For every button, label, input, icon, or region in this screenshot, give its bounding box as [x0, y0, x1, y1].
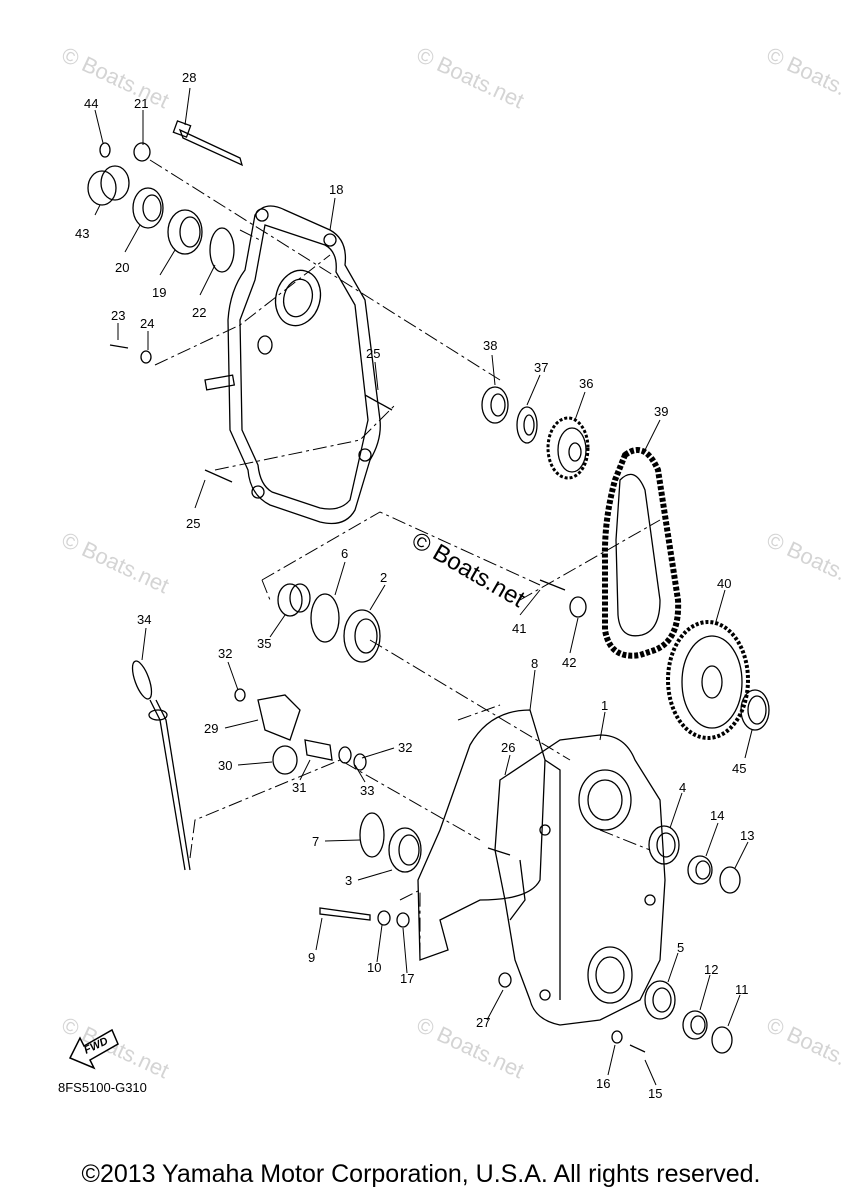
part-label: 25 [186, 516, 200, 531]
part-label: 23 [111, 308, 125, 323]
part-label: 37 [534, 360, 548, 375]
part-label: 7 [312, 834, 319, 849]
main-case [494, 734, 666, 1026]
part-label: 21 [134, 96, 148, 111]
part-label: 35 [257, 636, 271, 651]
top-left-bearings [87, 120, 393, 483]
rear-cover-plate [204, 205, 381, 525]
watermark-text: © Boats.net [763, 1012, 842, 1083]
part-label: 32 [218, 646, 232, 661]
part-label: 30 [218, 758, 232, 773]
part-label: 36 [579, 376, 593, 391]
part-label: 5 [677, 940, 684, 955]
watermark-text: © Boats.net [413, 1012, 528, 1083]
part-label: 40 [717, 576, 731, 591]
part-label: 22 [192, 305, 206, 320]
part-label: 4 [679, 780, 686, 795]
part-label: 38 [483, 338, 497, 353]
chain-tensioner [234, 688, 367, 775]
part-label: 31 [292, 780, 306, 795]
part-label: 14 [710, 808, 724, 823]
dipstick [131, 660, 191, 871]
part-label: 43 [75, 226, 89, 241]
part-label: 34 [137, 612, 151, 627]
part-label: 1 [601, 698, 608, 713]
part-label: 33 [360, 783, 374, 798]
middle-bearings [277, 579, 587, 663]
lower-bearings-and-bolts [319, 812, 646, 1053]
leader-lines [94, 87, 753, 1086]
part-label: 32 [398, 740, 412, 755]
part-label: 39 [654, 404, 668, 419]
part-label: 10 [367, 960, 381, 975]
part-label: 44 [84, 96, 98, 111]
part-labels: 28 21 44 43 20 19 22 18 23 24 25 25 38 3… [75, 70, 754, 1101]
gasket [417, 709, 546, 961]
part-label: 25 [366, 346, 380, 361]
part-label: 17 [400, 971, 414, 986]
right-seals [644, 825, 741, 1054]
part-label: 20 [115, 260, 129, 275]
part-label: 24 [140, 316, 154, 331]
watermark-text: © Boats.net [763, 42, 842, 113]
part-label: 8 [531, 656, 538, 671]
part-label: 19 [152, 285, 166, 300]
assembly-lines [149, 159, 661, 960]
part-label: 41 [512, 621, 526, 636]
part-label: 29 [204, 721, 218, 736]
watermark-text: © Boats.net [58, 527, 173, 598]
watermark-text: © Boats.net [763, 527, 842, 598]
part-label: 28 [182, 70, 196, 85]
part-label: 3 [345, 873, 352, 888]
part-label: 9 [308, 950, 315, 965]
part-label: 2 [380, 570, 387, 585]
part-label: 27 [476, 1015, 490, 1030]
part-label: 18 [329, 182, 343, 197]
part-label: 42 [562, 655, 576, 670]
part-label: 45 [732, 761, 746, 776]
part-label: 26 [501, 740, 515, 755]
watermark-text: © Boats.net [413, 42, 528, 113]
watermark-text: © Boats.net [58, 42, 173, 113]
diagram-code: 8FS5100-G310 [58, 1080, 147, 1095]
center-watermark: © Boats.net [407, 527, 530, 613]
large-sprocket [666, 620, 770, 740]
gear-and-washers [481, 386, 590, 480]
part-label: 16 [596, 1076, 610, 1091]
part-label: 11 [735, 982, 749, 997]
part-label: 6 [341, 546, 348, 561]
part-label: 12 [704, 962, 718, 977]
part-label: 15 [648, 1086, 662, 1101]
copyright-notice: ©2013 Yamaha Motor Corporation, U.S.A. A… [81, 1160, 761, 1188]
drive-chain [601, 447, 682, 659]
part-label: 13 [740, 828, 754, 843]
